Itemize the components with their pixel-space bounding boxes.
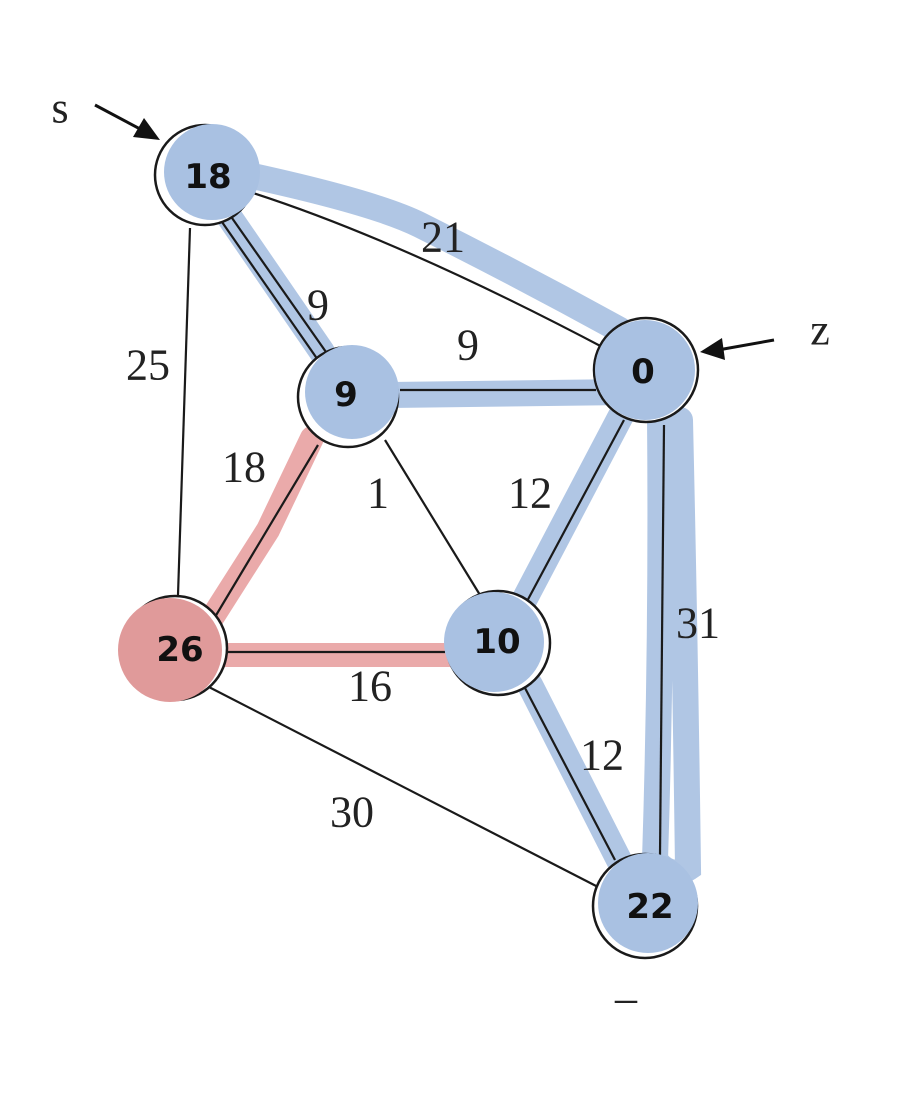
weight-c-d: 12 [580,731,624,780]
edge-b-d [204,684,601,889]
node-s-value: 18 [184,157,231,197]
edge-z-d [658,424,666,856]
end-arrowhead-icon [700,338,725,360]
edge-s-a-1 [221,221,319,361]
weight-a-c: 1 [367,469,389,518]
node-a-value: 9 [334,375,358,415]
edge-s-a-2 [231,217,327,353]
node-b-value: 26 [156,630,203,670]
start-marker: s [51,84,160,140]
node-s: 18 [153,123,260,227]
start-arrowhead-icon [133,118,160,140]
edge-a-c [384,439,481,596]
highlight-z-c [507,395,638,621]
weight-a-z: 9 [457,321,479,370]
end-arrow-icon [717,338,775,352]
node-z-value: 0 [631,352,655,392]
weight-s-z: 21 [421,213,465,262]
highlight-c-d [517,672,633,875]
edge-layer [176,190,666,889]
edge-s-z [249,190,609,351]
weight-b-d: 30 [330,788,374,837]
weight-z-c: 12 [508,469,552,518]
start-arrow-icon [94,103,143,132]
weight-a-b: 18 [222,443,266,492]
weight-s-b: 25 [126,341,170,390]
highlight-a-z [377,379,641,408]
highlight-s-z [202,155,633,343]
bottom-mark: – [614,974,638,1023]
node-z: 0 [592,316,700,424]
node-b: 26 [118,594,229,702]
node-d-value: 22 [626,887,673,927]
weight-s-a: 9 [307,281,329,330]
end-label: z [810,306,830,355]
edge-a-b [211,444,319,623]
edge-c-d [524,687,616,861]
node-d: 22 [591,852,699,960]
weight-b-c: 16 [348,662,392,711]
weight-z-d: 31 [676,599,720,648]
node-c-value: 10 [473,622,520,662]
edge-s-b [176,227,192,596]
node-c: 10 [444,589,552,697]
edge-label-layer: 21 9 25 9 18 1 12 31 16 30 12 [126,213,720,837]
node-a: 9 [296,345,400,449]
start-label: s [51,84,68,133]
highlight-s-a [215,202,335,365]
edge-z-c [524,419,625,606]
end-marker: z [700,306,830,360]
